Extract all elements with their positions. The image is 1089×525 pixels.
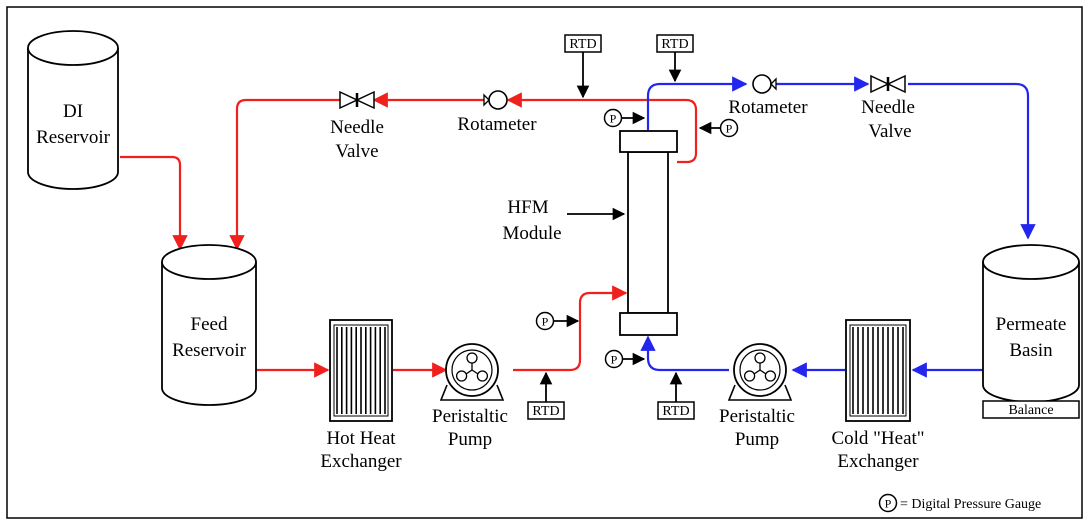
needle-valve-cold-label-1: Needle [861,97,915,118]
pressure-gauge-module-top-inlet: P [603,108,646,128]
needle-valve-hot [339,90,375,110]
rtd-label: RTD [532,404,559,419]
needle-valve-cold-label-2: Valve [868,121,911,142]
legend: P = Digital Pressure Gauge [878,493,1041,513]
permeate-basin-label-1: Permeate [996,314,1067,335]
hfm-module-label-1: HFM [507,197,548,218]
gauge-label: P [610,112,617,126]
return-to-feed-line [229,98,340,251]
needle-valve-cold [870,74,906,94]
cold-pump-to-module-line [640,335,729,372]
peristaltic-pump-cold [727,343,793,401]
cold-loop-lines [640,76,1036,378]
rotameter-hot [483,90,508,110]
rtd-label: RTD [661,37,688,52]
balance-label: Balance [1008,403,1053,418]
hot-exchanger-label-2: Exchanger [320,451,402,472]
gauge-label: P [726,122,733,136]
hfm-module [619,130,678,336]
di-reservoir-label-1: DI [63,101,83,122]
di-reservoir-label-2: Reservoir [36,127,111,148]
di-to-feed-line [120,155,188,251]
cold-heat-exchanger [845,319,911,422]
gauge-label: P [542,315,549,329]
rtd-label: RTD [662,404,689,419]
pump-cold-label-1: Peristaltic [719,406,795,427]
pressure-gauge-module-top-outlet: P [698,118,739,138]
rtd-label: RTD [569,37,596,52]
module-top-cold-line [646,76,748,131]
hot-heat-exchanger [329,319,393,422]
hot-loop-lines [120,92,698,378]
rtd-sensor-bottom-right: RTD [657,371,695,420]
legend-text: = Digital Pressure Gauge [900,497,1041,512]
feed-reservoir: Feed Reservoir [161,244,257,406]
feed-reservoir-label-2: Reservoir [172,340,247,361]
rotameter-cold [752,74,777,94]
rtd-sensor-bottom-left: RTD [527,371,565,420]
needle-valve-hot-label-1: Needle [330,117,384,138]
rotameter-hot-label: Rotameter [457,114,537,135]
diagram-border [6,6,1083,519]
balance: Balance [982,400,1080,419]
pump-hot-label-1: Peristaltic [432,406,508,427]
pump-cold-label-2: Pump [735,429,779,450]
legend-symbol: P [885,497,892,511]
cold-exchanger-label-2: Exchanger [837,451,919,472]
needle-valve-hot-label-2: Valve [335,141,378,162]
pump-hot-label-2: Pump [448,429,492,450]
hot-exchanger-label-1: Hot Heat [326,428,396,449]
valve-to-basin-line [908,82,1036,240]
peristaltic-pump-hot [439,343,505,401]
rtd-sensor-top-left: RTD [564,34,602,99]
module-outlet-hot-line [506,92,698,164]
permeate-basin: Permeate Basin [982,244,1080,403]
legend-gauge-icon [878,493,898,513]
feed-reservoir-label-1: Feed [191,314,228,335]
cold-exchanger-label-1: Cold "Heat" [831,428,924,449]
pressure-gauge-module-bottom-outlet: P [604,349,646,369]
rtd-sensor-top-right: RTD [656,34,694,83]
pump-to-module-line [513,285,628,372]
gauge-label: P [611,353,618,367]
hfm-module-label-2: Module [502,223,561,244]
pressure-gauge-module-bottom-inlet: P [535,311,580,331]
di-reservoir: DI Reservoir [27,30,119,190]
rotameter-cold-label: Rotameter [728,97,808,118]
permeate-basin-label-2: Basin [1009,340,1053,361]
